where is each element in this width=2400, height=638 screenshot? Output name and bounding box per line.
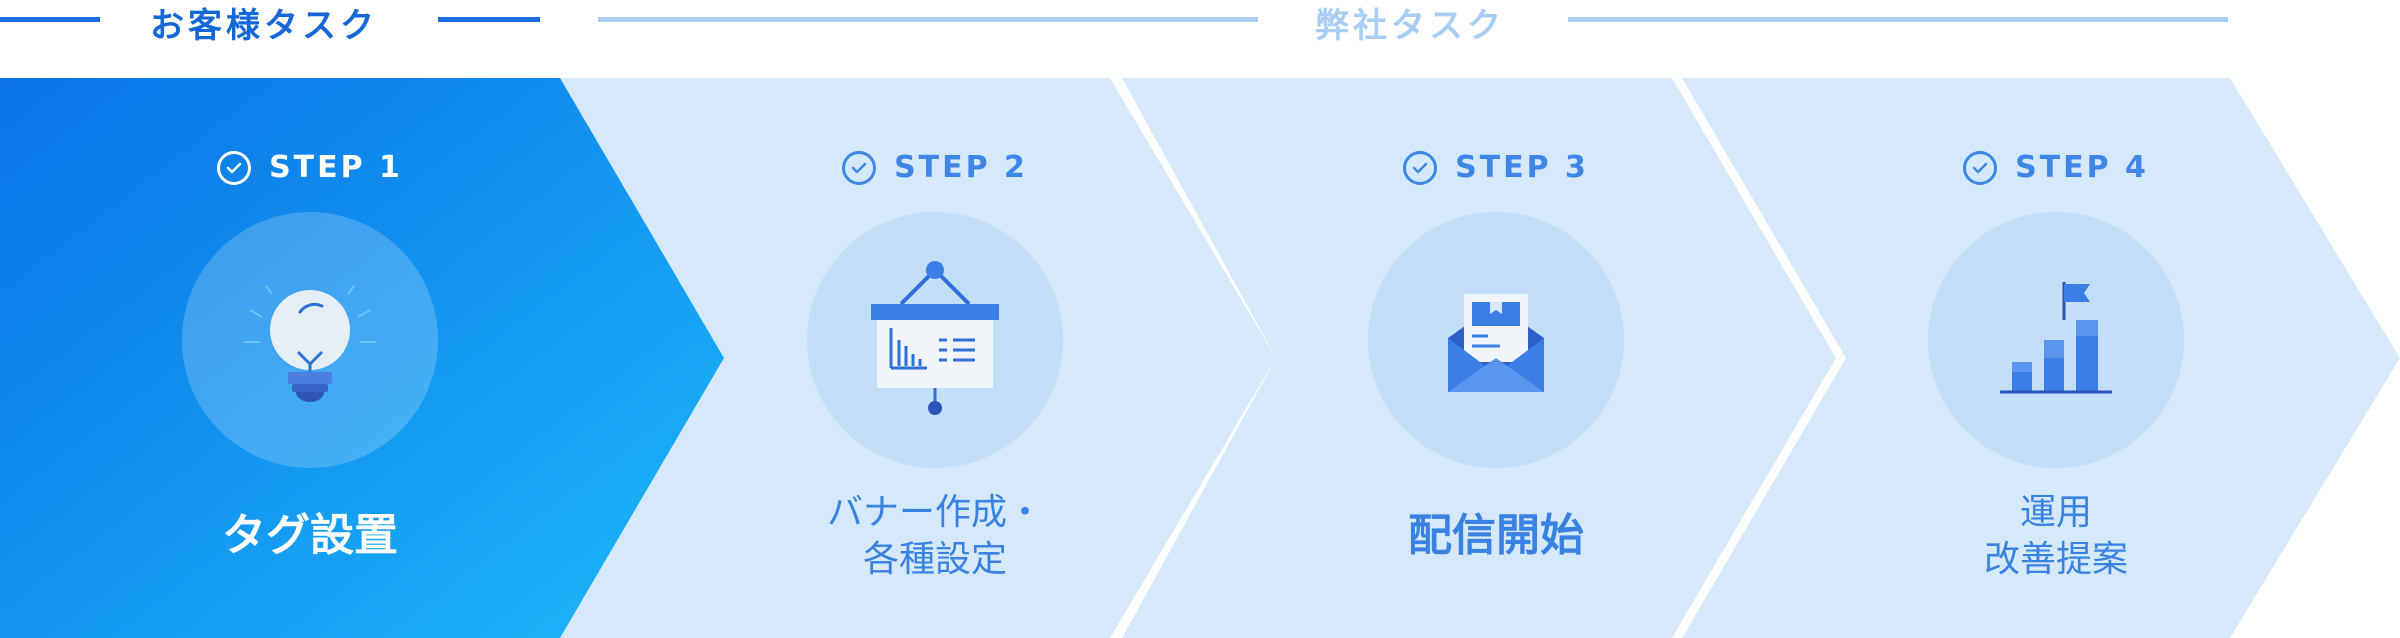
step-4-title-line-2: 改善提案 [1983, 538, 2128, 580]
lightbulb-icon [244, 285, 376, 402]
step-1: STEP 1 タグ設置 [100, 150, 520, 610]
step-1-title: タグ設置 [222, 510, 398, 561]
customer-header-line-right [438, 17, 540, 22]
check-circle-icon [217, 150, 252, 185]
step-4-title: 運用 改善提案 [1846, 490, 2266, 584]
step-4-icon-circle [1928, 212, 2184, 468]
customer-tasks-heading: お客様タスク [150, 6, 378, 46]
step-1-label-row: STEP 1 [100, 150, 520, 185]
step-1-icon-circle [182, 212, 438, 468]
step-2-label: STEP 2 [894, 150, 1028, 185]
step-2-label-row: STEP 2 [725, 150, 1145, 185]
customer-header-line-left [0, 17, 100, 22]
step-3-label-row: STEP 3 [1286, 150, 1706, 185]
check-circle-icon [1963, 150, 1998, 185]
check-circle-icon [1403, 150, 1438, 185]
check-circle-icon [842, 150, 877, 185]
step-3-icon-circle [1368, 212, 1624, 468]
step-3-label: STEP 3 [1455, 150, 1589, 185]
step-4-title-line-1: 運用 [2019, 492, 2092, 533]
step-1-label: STEP 1 [269, 150, 403, 185]
step-4-label: STEP 4 [2015, 150, 2149, 185]
step-1-chevron [0, 78, 724, 638]
step-2-title-line-2: 各種設定 [862, 538, 1007, 580]
step-2-title-line-1: バナー作成・ [826, 492, 1043, 533]
step-3-title: 配信開始 [1408, 510, 1584, 561]
step-4: STEP 4 運用 改善提案 [1846, 150, 2266, 610]
step-4-label-row: STEP 4 [1846, 150, 2266, 185]
presentation-board-icon [871, 261, 999, 415]
step-3: STEP 3 配信開始 [1286, 150, 1706, 610]
our-tasks-heading: 弊社タスク [1315, 6, 1505, 46]
growth-chart-flag-icon [2000, 282, 2112, 394]
step-2-icon-circle [807, 212, 1063, 468]
our-header-line-right [1568, 17, 2228, 22]
our-header-line-left [598, 17, 1258, 22]
envelope-icon [1448, 294, 1544, 392]
step-2: STEP 2 バ [725, 150, 1145, 610]
step-2-title: バナー作成・ 各種設定 [725, 490, 1145, 584]
